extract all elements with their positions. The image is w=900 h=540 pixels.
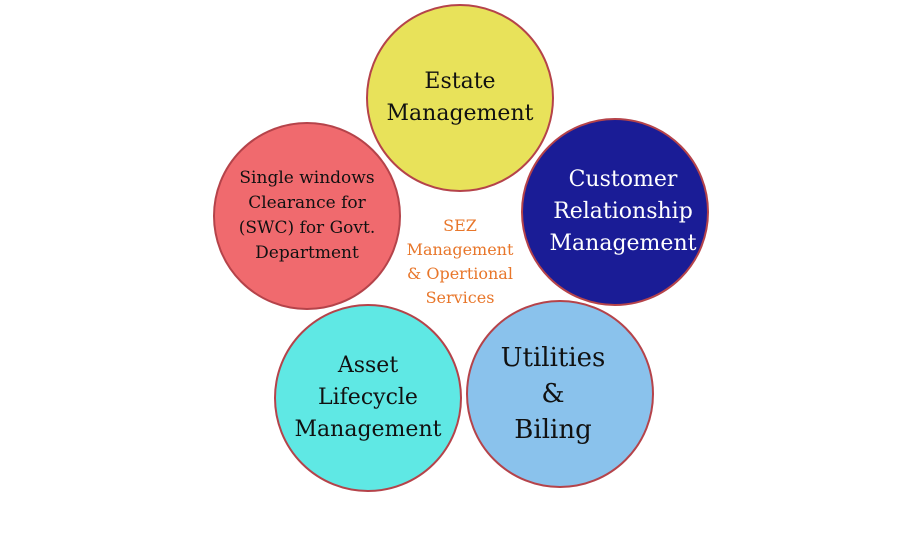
customer-relationship-management-label: Customer Relationship Management (549, 167, 697, 256)
utilities-billing-label: Utilities & Biling (500, 343, 606, 445)
estate-management-label: Estate Management (386, 69, 534, 126)
single-window-clearance-circle: Single windows Clearance for (SWC) for G… (213, 122, 401, 310)
asset-lifecycle-management-circle: Asset Lifecycle Management (274, 304, 462, 492)
single-window-clearance-label: Single windows Clearance for (SWC) for G… (238, 168, 376, 263)
center-label: SEZ Management & Opertional Services (406, 216, 514, 307)
asset-lifecycle-management-label: Asset Lifecycle Management (294, 353, 442, 442)
customer-relationship-management-circle: Customer Relationship Management (521, 118, 709, 306)
estate-management-circle: Estate Management (366, 4, 554, 192)
utilities-billing-circle: Utilities & Biling (466, 300, 654, 488)
